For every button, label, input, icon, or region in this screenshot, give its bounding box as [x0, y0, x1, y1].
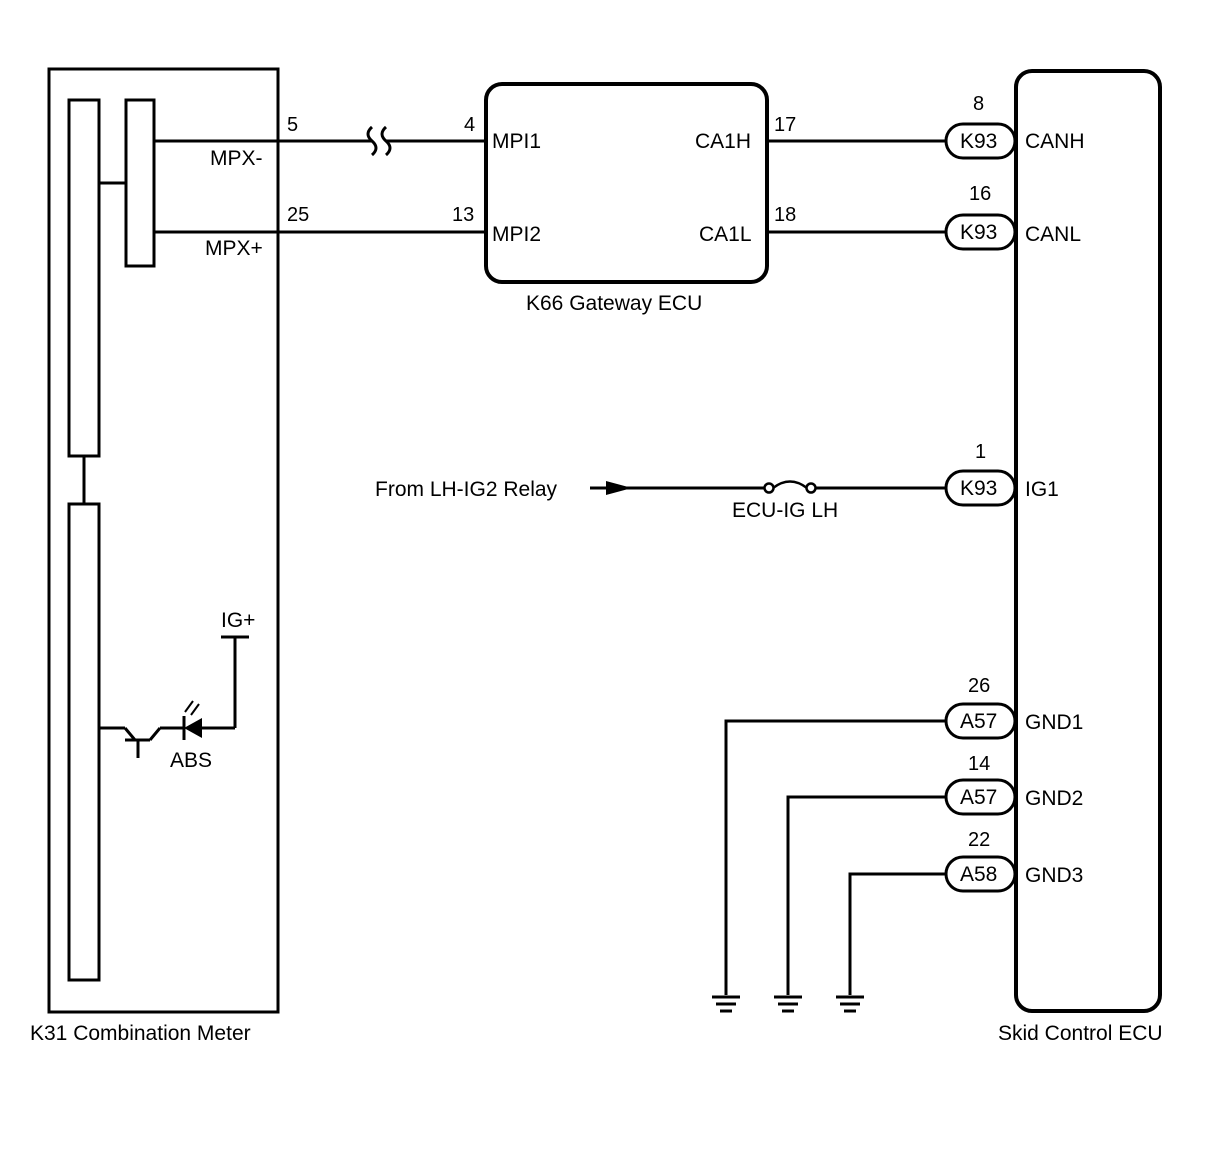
gateway-ecu-title: K66 Gateway ECU [526, 292, 702, 315]
mpi2-label: MPI2 [492, 223, 541, 246]
ground-icon [836, 995, 864, 1013]
led-icon [184, 718, 202, 738]
pin-name: CANL [1025, 223, 1081, 246]
mpx-wires [278, 125, 486, 234]
wire-break-symbol [366, 125, 378, 157]
abs-lamp-label: ABS [170, 749, 212, 772]
pin-name: GND1 [1025, 711, 1083, 734]
ig-plus-label: IG+ [221, 609, 255, 632]
connector-label: A58 [960, 863, 997, 886]
combination-meter-title: K31 Combination Meter [30, 1022, 251, 1045]
power-feed: From LH-IG2 Relay ECU-IG LH [375, 478, 946, 522]
pin-number: 13 [452, 204, 474, 226]
connector-label: K93 [960, 477, 997, 500]
arrow-right-icon [606, 481, 632, 495]
connector-label: K93 [960, 221, 997, 244]
connector-tag [944, 702, 1017, 740]
pin-number: 8 [973, 93, 984, 115]
pin-number: 16 [969, 183, 991, 205]
connector-tag [944, 778, 1017, 816]
gateway-ecu: 4 13 MPI1 MPI2 CA1H CA1L 17 18 K66 Gatew… [452, 82, 796, 315]
pin-number: 1 [975, 441, 986, 463]
fuse-terminal [763, 482, 775, 494]
fuse-terminal [805, 482, 817, 494]
pin-number: 17 [774, 114, 796, 136]
power-source-label: From LH-IG2 Relay [375, 478, 558, 501]
ground-icon [774, 995, 802, 1013]
pin-name: GND2 [1025, 787, 1083, 810]
meter-mpx-block [124, 98, 156, 268]
connector-tag [944, 469, 1017, 507]
fuse-label: ECU-IG LH [732, 499, 838, 522]
skid-control-ecu-box [1014, 69, 1162, 1013]
connector-label: K93 [960, 130, 997, 153]
mpi1-label: MPI1 [492, 130, 541, 153]
gateway-ecu-box [484, 82, 769, 284]
connector-tag [944, 213, 1017, 251]
ground-wires [712, 719, 946, 1013]
meter-internal-bar-upper [67, 98, 101, 458]
skid-control-ecu: 8 K93 CANH 16 K93 CANL 1 K93 IG1 26 A57 … [944, 69, 1163, 1045]
pin-number: 22 [968, 829, 990, 851]
combination-meter-box [47, 67, 280, 1014]
connector-label: A57 [960, 710, 997, 733]
connector-label: A57 [960, 786, 997, 809]
connector-tag [944, 122, 1017, 160]
pin-number: 5 [287, 114, 298, 136]
pin-name: GND3 [1025, 864, 1083, 887]
pin-number: 14 [968, 753, 990, 775]
combination-meter: IG+ ABS MPX- MPX+ 5 25 K31 Combination M… [30, 67, 309, 1045]
meter-internal-bar-lower [67, 502, 101, 982]
pin-number: 18 [774, 204, 796, 226]
connector-tag [944, 855, 1017, 893]
pin-number: 4 [464, 114, 475, 136]
mpx-minus-label: MPX- [210, 147, 263, 170]
ground-icon [712, 995, 740, 1013]
ca1l-label: CA1L [699, 223, 752, 246]
ca1h-label: CA1H [695, 130, 751, 153]
mpx-plus-label: MPX+ [205, 237, 263, 260]
pin-number: 25 [287, 204, 309, 226]
fuse-icon [772, 480, 808, 490]
pin-number: 26 [968, 675, 990, 697]
abs-warning-circuit: IG+ ABS [99, 609, 255, 772]
pin-name: CANH [1025, 130, 1085, 153]
skid-control-ecu-title: Skid Control ECU [998, 1022, 1163, 1045]
pin-name: IG1 [1025, 478, 1059, 501]
